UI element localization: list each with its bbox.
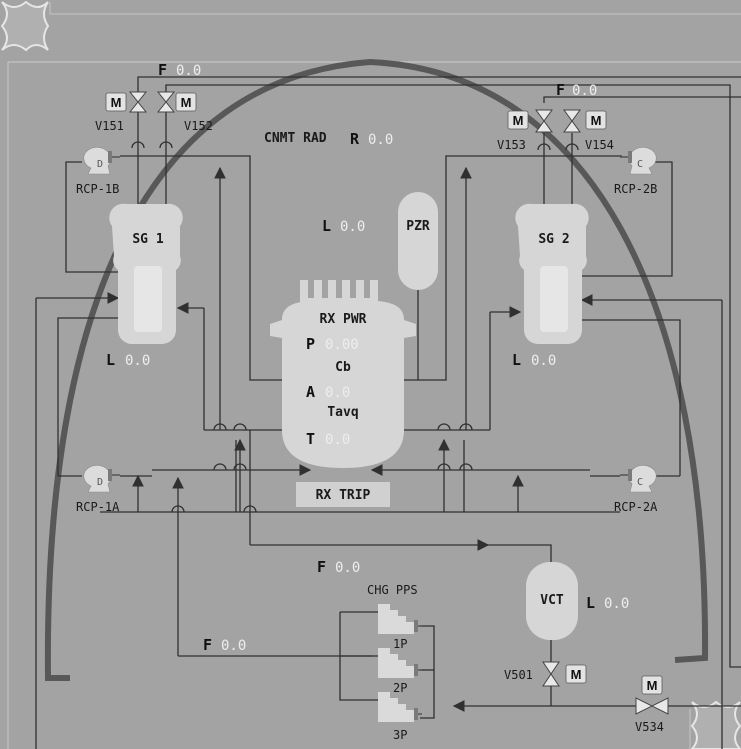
sg1-level-letter: L [106,351,115,369]
reactor-vessel[interactable]: RX PWR Cb Tavq [270,280,416,468]
cnmt-rad-letter: R [350,130,360,148]
charging-pumps-title: CHG PPS [367,583,418,597]
corner-ornament-top-left [0,0,50,52]
sg1-name: SG 1 [132,232,163,247]
v151-motor-label: M [111,95,122,110]
flow-top-left-letter: F [158,61,167,79]
v501-motor-label: M [571,667,582,682]
rx-a-letter: A [306,383,315,401]
rx-p-letter: P [306,335,315,353]
corner-ornament-bottom-right [690,700,741,749]
flow-letdown-letter: F [317,558,326,576]
rx-trip-button[interactable]: RX TRIP [296,482,390,507]
containment-boundary [44,58,709,681]
rcp-2a-pump[interactable]: C [620,465,657,493]
valve-v153[interactable]: M [507,109,553,133]
rx-power-label: RX PWR [320,312,367,327]
charging-pump-1p-label: 1P [393,637,407,651]
pzr-name: PZR [406,219,430,234]
cnmt-rad-value: 0.0 [368,132,393,148]
svg-text:D: D [97,477,103,488]
svg-text:C: C [637,159,643,170]
flow-top-right-value: 0.0 [572,83,597,99]
rcp-2b-label: RCP-2B [614,182,657,196]
rcp-2a-label: RCP-2A [614,500,658,514]
vct-level-value: 0.0 [604,596,629,612]
v154-label: V154 [585,138,614,152]
svg-text:D: D [97,159,103,170]
rx-trip-label: RX TRIP [316,488,371,503]
svg-text:C: C [637,477,643,488]
charging-pump-1p[interactable] [378,604,422,634]
rcp-1a-pump[interactable]: D [83,465,120,493]
v534-motor-label: M [647,678,658,693]
flow-top-right-letter: F [556,81,565,99]
v534-label: V534 [635,720,664,734]
valve-v151[interactable]: M [105,91,148,113]
rx-tavg-label: Tavq [327,405,358,420]
v152-motor-label: M [181,95,192,110]
valve-v534[interactable]: M [635,675,669,715]
vct-name: VCT [540,593,564,608]
v151-label: V151 [95,119,124,133]
rx-p-value: 0.00 [325,337,359,353]
charging-pump-2p[interactable] [378,648,422,678]
sg1-level-value: 0.0 [125,353,150,369]
steam-generator-1[interactable]: SG 1 [109,203,183,344]
rx-cb-label: Cb [335,360,351,375]
pzr-level-letter: L [322,217,331,235]
pzr-level-value: 0.0 [340,219,365,235]
v501-label: V501 [504,668,533,682]
rcp-1b-pump[interactable]: D [83,147,120,175]
rx-a-value: 0.0 [325,385,350,401]
vct-level-letter: L [586,594,595,612]
v152-label: V152 [184,119,213,133]
v153-motor-label: M [513,113,524,128]
charging-pump-2p-label: 2P [393,681,407,695]
volume-control-tank[interactable]: VCT [526,562,578,640]
valve-v152[interactable]: M [156,91,197,113]
flow-letdown-value: 0.0 [335,560,360,576]
v154-motor-label: M [591,113,602,128]
charging-pump-3p[interactable] [378,692,422,722]
sg2-level-letter: L [512,351,521,369]
valve-v154[interactable]: M [563,109,607,133]
sg2-level-value: 0.0 [531,353,556,369]
sg2-name: SG 2 [538,232,569,247]
rx-t-value: 0.0 [325,432,350,448]
rx-t-letter: T [306,430,315,448]
rcp-1a-label: RCP-1A [76,500,120,514]
pressurizer[interactable]: PZR [398,192,438,290]
rcp-2b-pump[interactable]: C [620,147,657,175]
flow-top-left-value: 0.0 [176,63,201,79]
flow-charging-value: 0.0 [221,638,246,654]
piping [35,76,741,749]
rcp-1b-label: RCP-1B [76,182,119,196]
v153-label: V153 [497,138,526,152]
charging-pump-3p-label: 3P [393,728,407,742]
cnmt-rad-label: CNMT RAD [264,131,327,146]
flow-charging-letter: F [203,636,212,654]
steam-generator-2[interactable]: SG 2 [515,203,589,344]
valve-v501[interactable]: M [542,661,587,687]
